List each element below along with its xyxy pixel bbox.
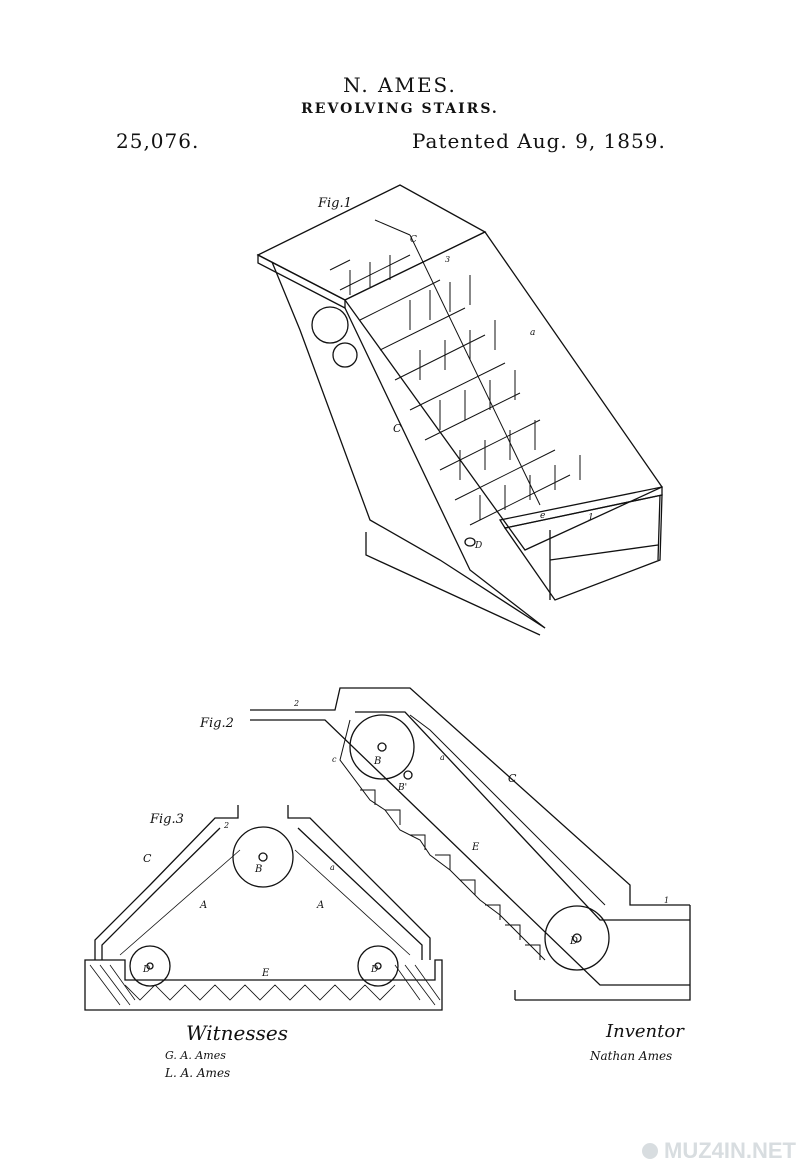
fig2-letter: a	[440, 753, 445, 762]
fig2-letter: 1	[664, 896, 669, 905]
fig2-label: Fig.2	[199, 716, 234, 731]
fig1-letter: a	[530, 328, 535, 338]
gear-wheel	[311, 306, 349, 344]
witnesses-label: Witnesses	[186, 1021, 288, 1045]
watermark-logo-icon	[642, 1143, 658, 1159]
fig3-letter: 2	[223, 821, 229, 830]
inventor-label: Inventor	[606, 1021, 684, 1042]
fig3-letter: E	[261, 968, 270, 979]
fig1-label: Fig.1	[317, 196, 352, 211]
fig3-letter: D	[142, 965, 150, 975]
left-drum-d	[129, 945, 171, 987]
figure-3-section: Fig.3 C B A A D D E a 2	[84, 805, 443, 1011]
fig1-letter: 3	[445, 255, 450, 264]
witness-signature-1: G. A. Ames	[165, 1049, 226, 1062]
floor-hatching	[89, 849, 441, 1006]
watermark-text: MUZ4IN.NET	[664, 1138, 796, 1163]
right-drum-d	[357, 945, 399, 987]
fig1-letter: e	[540, 511, 545, 521]
fig1-letter: C	[410, 235, 417, 245]
fig2-letter: c	[332, 755, 337, 764]
upper-drum-b	[232, 826, 294, 888]
fig3-letter: C	[143, 852, 152, 865]
fig3-letter: D	[370, 965, 378, 975]
fig3-letter: a	[330, 863, 335, 872]
watermark: MUZ4IN.NET	[642, 1138, 796, 1163]
inventor-name: N. AMES.	[343, 73, 457, 97]
fig1-letter: C	[393, 422, 402, 435]
inventor-signature: Nathan Ames	[590, 1049, 673, 1063]
lower-drum-d	[544, 905, 610, 971]
step-chain	[339, 714, 606, 961]
patent-date: Patented Aug. 9, 1859.	[412, 129, 666, 153]
fig1-letter: D	[474, 541, 482, 551]
fig2-letter: 2	[293, 699, 299, 708]
fig2-letter: C	[508, 772, 517, 785]
fig3-letter: A	[316, 900, 324, 911]
upper-drum-b	[349, 714, 415, 780]
figure-2-section: Fig.2 2 B B' C a E D 1 c	[199, 687, 691, 1001]
patent-number: 25,076.	[116, 129, 200, 153]
fig2-letter: B'	[397, 783, 407, 793]
fig3-label: Fig.3	[149, 812, 184, 827]
stair-steps	[329, 219, 581, 526]
fig3-letter: A	[199, 900, 207, 911]
witness-signature-2: L. A. Ames	[165, 1066, 231, 1080]
fig3-letter: B	[254, 864, 262, 875]
fig2-letter: D	[569, 936, 578, 947]
figure-1-perspective: Fig.1 C C a D 1 3 e	[256, 184, 663, 636]
fig2-letter: B	[373, 756, 381, 767]
fig2-letter: E	[471, 842, 480, 853]
patent-title: REVOLVING STAIRS.	[301, 101, 499, 117]
gear-wheel-small	[332, 342, 358, 368]
fig1-letter: 1	[588, 513, 594, 523]
